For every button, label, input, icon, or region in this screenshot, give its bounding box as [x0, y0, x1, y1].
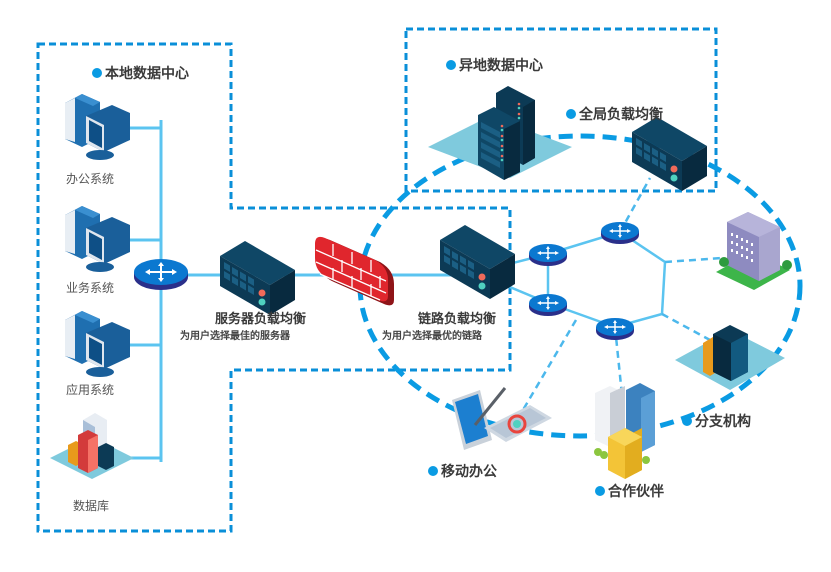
bullet-icon [595, 486, 605, 496]
server-load-balancer-icon [220, 241, 295, 315]
desktop-computer-icon [65, 311, 130, 377]
router-icon [600, 221, 640, 245]
desktop-computer-icon [65, 94, 130, 160]
office-tower-icon [716, 212, 792, 290]
firewall-icon [315, 236, 394, 306]
branch-title: 分支机构 [682, 411, 751, 431]
remote-dc-title: 异地数据中心 [446, 55, 543, 75]
server-rack-icon [428, 86, 572, 180]
partner-title: 合作伙伴 [595, 481, 664, 501]
database-chart-icon [50, 413, 134, 479]
global-load-balancer-icon [632, 117, 707, 191]
system-label-application: 应用系统 [66, 383, 115, 397]
router-icon [528, 243, 568, 267]
city-buildings-icon [594, 383, 655, 479]
server-lb-title: 服务器负载均衡 [215, 312, 307, 327]
link-lb-title: 链路负载均衡 [418, 312, 497, 327]
remote-dc-boundary [404, 27, 718, 193]
wan-dashed-links [518, 177, 723, 416]
office-building-icon [675, 325, 785, 390]
wan-links [504, 230, 667, 329]
server-lb-desc: 为用户选择最佳的服务器 [180, 331, 290, 342]
link-lb-desc: 为用户选择最优的链路 [382, 331, 482, 342]
router-icon [133, 258, 189, 291]
link-load-balancer-icon [440, 225, 515, 299]
global-lb-title: 全局负载均衡 [566, 104, 663, 124]
system-label-office: 办公系统 [66, 172, 115, 186]
mobile-title: 移动办公 [428, 461, 497, 481]
bullet-icon [566, 109, 576, 119]
router-icon [595, 317, 635, 341]
wan-ring [357, 133, 803, 439]
bullet-icon [428, 466, 438, 476]
local-dc-title: 本地数据中心 [92, 63, 189, 83]
desktop-computer-icon [65, 206, 130, 272]
bullet-icon [446, 60, 456, 70]
system-label-business: 业务系统 [66, 281, 115, 295]
local-dc-boundary [36, 42, 512, 533]
bullet-icon [92, 68, 102, 78]
system-label-database: 数据库 [73, 499, 110, 513]
local-bus-lines [128, 120, 480, 462]
router-icon [528, 293, 568, 317]
bullet-icon [682, 416, 692, 426]
tablet-phone-icon [452, 387, 552, 450]
